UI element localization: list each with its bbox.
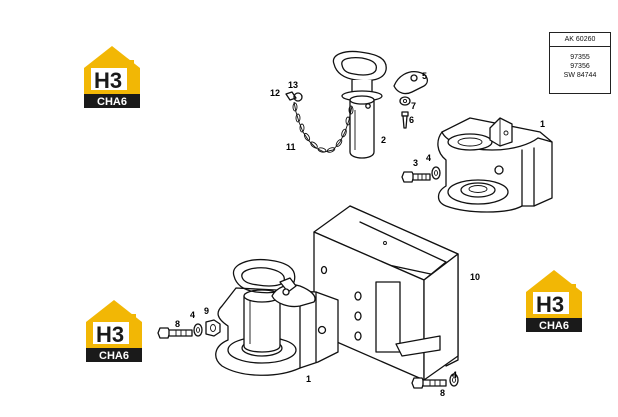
chain-pin [285, 91, 303, 102]
assembly-code: AK 60260 [550, 33, 610, 47]
small-bolt [401, 111, 409, 129]
label-part-4-left: 4 [190, 310, 195, 320]
label-part-9: 9 [204, 306, 209, 316]
brand-logo-right: H3 CHA6 [526, 270, 582, 332]
label-part-5: 5 [422, 71, 427, 81]
washer-lower-left [193, 323, 203, 337]
label-part-1-lower: 1 [306, 374, 311, 384]
logo-text: CHA6 [99, 350, 129, 362]
code-line-2: 97356 [570, 63, 590, 70]
coupling-body-upper [437, 117, 553, 213]
code-line-1: 97355 [570, 54, 590, 61]
small-nut [399, 96, 411, 106]
label-part-10: 10 [470, 272, 480, 282]
label-part-4-upper: 4 [426, 153, 431, 163]
pin-with-handle [332, 50, 387, 159]
label-part-2: 2 [381, 135, 386, 145]
coupling-body-lower [215, 258, 339, 376]
brand-logo-bottom-left: H3 CHA6 [86, 300, 142, 362]
brand-logo-top-left: H3 CHA6 [84, 46, 140, 108]
label-part-11: 11 [286, 142, 296, 152]
mounting-bracket [313, 205, 459, 381]
logo-letters: H3 [94, 68, 122, 93]
label-part-4-right: 4 [452, 370, 457, 380]
logo-text: CHA6 [97, 96, 127, 108]
bolt-lower-left [157, 327, 193, 339]
washer-lower-right [449, 373, 459, 387]
logo-letters: H3 [96, 322, 124, 347]
bolt-upper [401, 171, 431, 183]
label-part-8-left: 8 [175, 319, 180, 329]
label-part-8-right: 8 [440, 388, 445, 398]
label-part-3: 3 [413, 158, 418, 168]
latch-plate [393, 70, 429, 95]
label-part-12: 12 [270, 88, 280, 98]
label-part-13: 13 [288, 80, 298, 90]
washer-upper [431, 166, 441, 180]
label-part-1-upper: 1 [540, 119, 545, 129]
logo-text: CHA6 [539, 320, 569, 332]
logo-letters: H3 [536, 292, 564, 317]
label-part-6: 6 [409, 115, 414, 125]
bolt-lower-right [411, 377, 447, 389]
code-line-3: SW 84744 [563, 72, 597, 79]
chain [292, 101, 354, 153]
part-number-box: AK 60260 97355 97356 SW 84744 [549, 32, 611, 94]
nut-lower-left [205, 319, 221, 337]
label-part-7: 7 [411, 101, 416, 111]
